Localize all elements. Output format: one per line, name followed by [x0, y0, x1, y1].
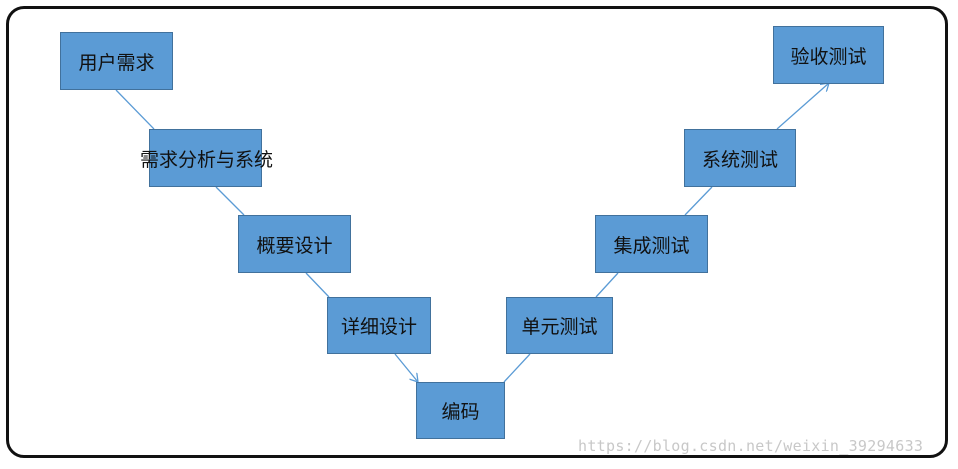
node-detail-label: 详细设计: [340, 316, 417, 338]
line-coding-unit: [503, 353, 531, 383]
line-analysis-outline: [215, 186, 245, 216]
node-requirements-label: 用户需求: [78, 51, 155, 74]
line-outline-detail: [305, 272, 330, 298]
node-integration-label: 集成测试: [613, 234, 690, 257]
node-detail: 详细设计: [327, 297, 431, 354]
line-unit-integration: [595, 272, 619, 298]
node-system: 系统测试: [684, 129, 796, 187]
line-detail-coding: [394, 353, 418, 382]
node-integration: 集成测试: [595, 215, 708, 273]
node-acceptance-label: 验收测试: [790, 45, 867, 68]
node-outline: 概要设计: [238, 215, 351, 273]
node-unit: 单元测试: [506, 297, 613, 354]
node-outline-label: 概要设计: [256, 234, 333, 257]
node-system-label: 系统测试: [701, 148, 778, 171]
watermark-text: https://blog.csdn.net/weixin_39294633: [578, 437, 924, 455]
node-analysis-label: 需求分析与系统: [140, 148, 274, 171]
line-requirements-analysis: [115, 89, 155, 130]
node-acceptance: 验收测试: [773, 26, 884, 84]
node-coding-label: 编码: [441, 401, 480, 423]
line-integration-system: [684, 186, 713, 216]
line-system-acceptance: [776, 83, 829, 130]
node-coding: 编码: [416, 382, 505, 439]
node-requirements: 用户需求: [60, 32, 173, 90]
node-analysis: 需求分析与系统: [140, 129, 273, 187]
node-unit-label: 单元测试: [521, 316, 598, 338]
